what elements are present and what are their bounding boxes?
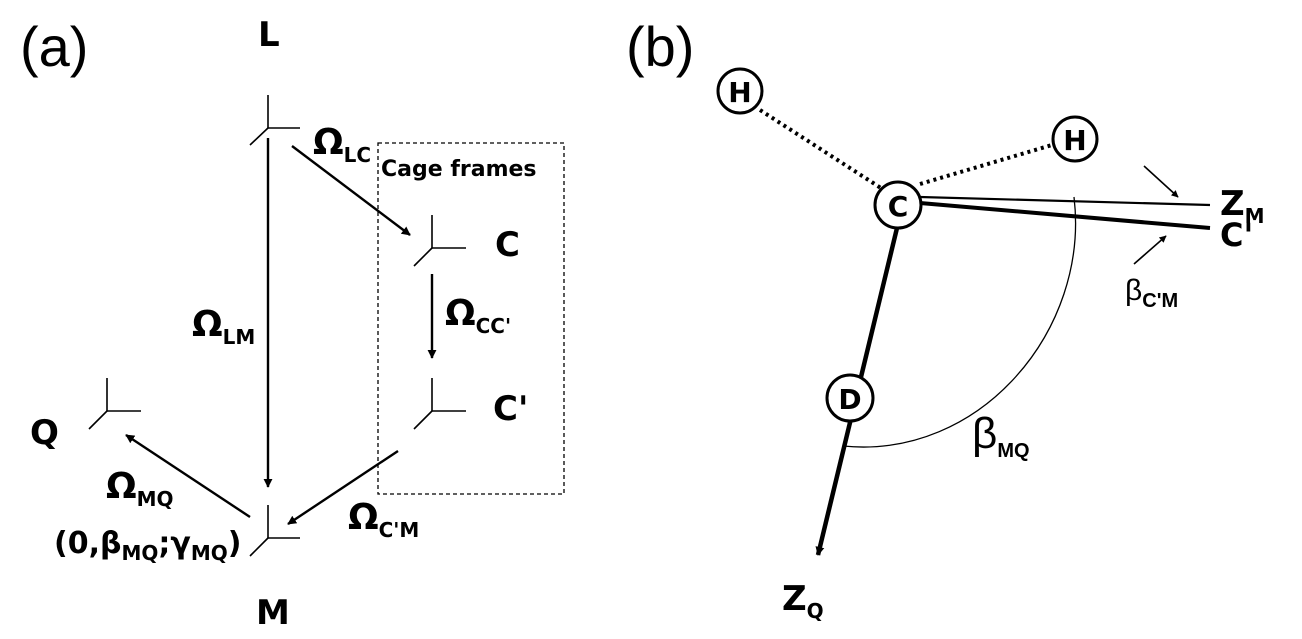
atom-d-label: D (838, 383, 861, 416)
panel-b-tag: (b) (626, 15, 694, 78)
omega-mq-label: ΩMQ (106, 466, 174, 511)
frame-label-c: C (495, 225, 520, 265)
frame-axes-c-prime (413, 378, 466, 430)
atom-h1: H (716, 67, 764, 115)
axis-zm-line (919, 195, 1211, 207)
atom-c-label: C (888, 190, 909, 223)
omega-c-prime-m-label: ΩC'M (348, 497, 419, 542)
frame-axes-l (249, 95, 300, 146)
frame-axes-c (413, 215, 466, 267)
frame-label-l: L (258, 15, 280, 55)
axis-label-zq: ZQ (782, 579, 824, 623)
axis-c-prime-line (919, 201, 1211, 230)
atom-h1-label: H (728, 76, 751, 109)
pointer-arrow-zm (1143, 165, 1179, 198)
axis-label-zm: ZM (1220, 184, 1265, 228)
atom-h2: H (1051, 115, 1099, 163)
frame-label-m: M (256, 593, 290, 633)
angle-label-beta-c-prime-m: βC'M (1125, 274, 1178, 312)
arrow-l-to-c (291, 145, 411, 236)
angle-label-beta-mq: βMQ (972, 409, 1030, 462)
arrow-m-to-q (125, 433, 251, 519)
atom-h2-label: H (1063, 124, 1086, 157)
bond-c-h2 (919, 143, 1053, 186)
cage-frames-box (377, 142, 565, 495)
axis-label-c-prime: C' (1220, 216, 1253, 254)
panel-a: (a) L C C' Q M Cage frames (20, 15, 565, 633)
panel-a-tag: (a) (20, 15, 88, 78)
omega-lm-label: ΩLM (192, 304, 255, 349)
frame-axes-m (249, 505, 300, 557)
frame-axes-q (88, 378, 141, 430)
bond-c-h1 (758, 108, 886, 192)
mq-euler-angles: (0,βMQ;γMQ) (54, 526, 241, 565)
panel-b: (b) H H C D ZM C' (626, 15, 1265, 623)
frame-label-q: Q (30, 413, 59, 453)
omega-lc-label: ΩLC (313, 122, 371, 167)
pointer-arrow-c-prime (1133, 235, 1167, 265)
arrow-c-prime-to-m (287, 450, 399, 525)
atom-d: D (825, 373, 875, 423)
cage-frames-label: Cage frames (381, 157, 537, 182)
frame-label-c-prime: C' (493, 389, 528, 429)
atom-c: C (873, 180, 923, 230)
beta-mq-arc (842, 196, 1077, 448)
omega-cc-prime-label: ΩCC' (445, 293, 511, 338)
